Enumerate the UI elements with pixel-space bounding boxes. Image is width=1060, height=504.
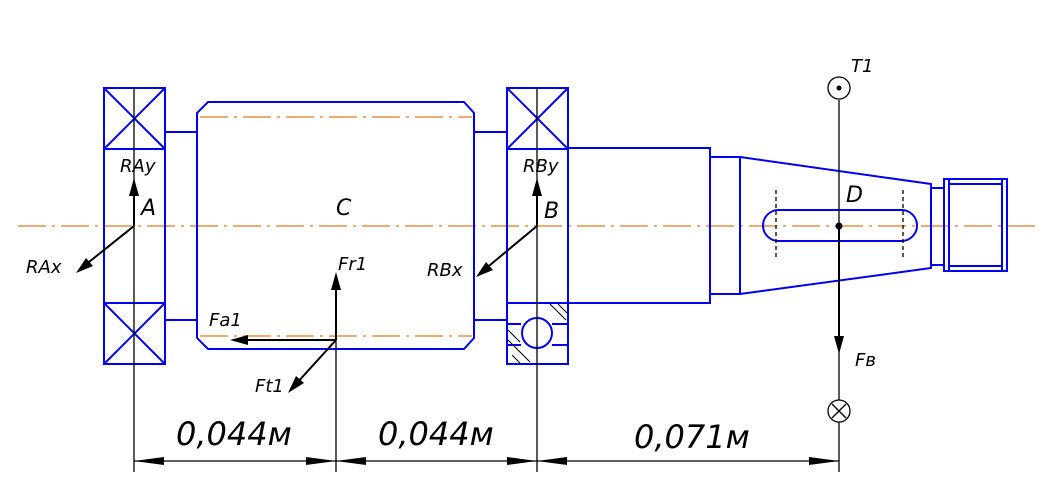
dimension-cb: 0,044м	[378, 415, 494, 453]
label-rby: RBy	[523, 156, 559, 177]
label-fv: Fв	[855, 350, 876, 371]
label-t1: T1	[851, 56, 873, 77]
force-fa1	[230, 335, 336, 345]
force-rax	[76, 225, 135, 273]
label-ft1: Ft1	[255, 376, 284, 397]
shaft-right	[567, 147, 1008, 304]
label-c: C	[336, 196, 352, 221]
label-ray: RAy	[120, 156, 156, 177]
label-d: D	[846, 183, 863, 208]
label-b: B	[544, 199, 559, 224]
dimension-lines	[134, 457, 839, 465]
label-rbx: RBx	[427, 260, 463, 281]
dimension-bd: 0,071м	[634, 418, 750, 456]
force-rbx	[476, 225, 538, 277]
force-rby	[532, 178, 542, 226]
torque-out-symbol	[827, 399, 851, 423]
label-fa1: Fa1	[209, 310, 242, 331]
force-fv	[834, 226, 844, 354]
force-ray	[129, 178, 139, 226]
torque-t1-symbol	[827, 76, 851, 100]
force-ft1	[288, 339, 337, 393]
dimension-ac: 0,044м	[176, 415, 292, 453]
label-fr1: Fr1	[338, 254, 367, 275]
force-fr1	[331, 272, 341, 340]
label-rax: RAx	[26, 257, 62, 278]
label-a: A	[139, 196, 156, 221]
